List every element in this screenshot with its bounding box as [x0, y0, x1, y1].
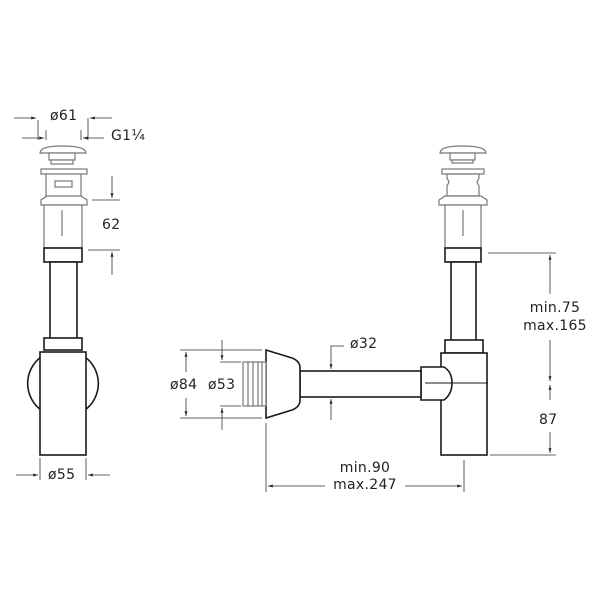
- height-max-label: max.165: [523, 318, 587, 334]
- side-view: [26, 145, 100, 456]
- height-min-label: min.75: [529, 300, 581, 316]
- side-view-dimensions: [14, 116, 120, 480]
- valve-cap: [439, 145, 487, 154]
- threaded-inlet: [242, 361, 267, 407]
- front-view: [242, 145, 488, 456]
- overflow-slot: [54, 180, 73, 188]
- wall-flange: [265, 348, 301, 420]
- trap-diameter-label: ø55: [48, 467, 76, 483]
- wall-flange-diameter-label: ø84: [170, 377, 198, 393]
- length-max-label: max.247: [333, 477, 397, 493]
- valve-height-label: 62: [102, 217, 121, 233]
- pipe-diameter-label: ø32: [350, 336, 378, 352]
- valve-cap: [39, 145, 87, 154]
- thread-size-label: G1¼: [111, 128, 146, 144]
- cap-diameter-label: ø61: [50, 108, 78, 124]
- wall-inlet-diameter-label: ø53: [208, 377, 236, 393]
- front-view-dimensions: [180, 252, 556, 492]
- length-min-label: min.90: [339, 460, 391, 476]
- outlet-height-label: 87: [539, 412, 558, 428]
